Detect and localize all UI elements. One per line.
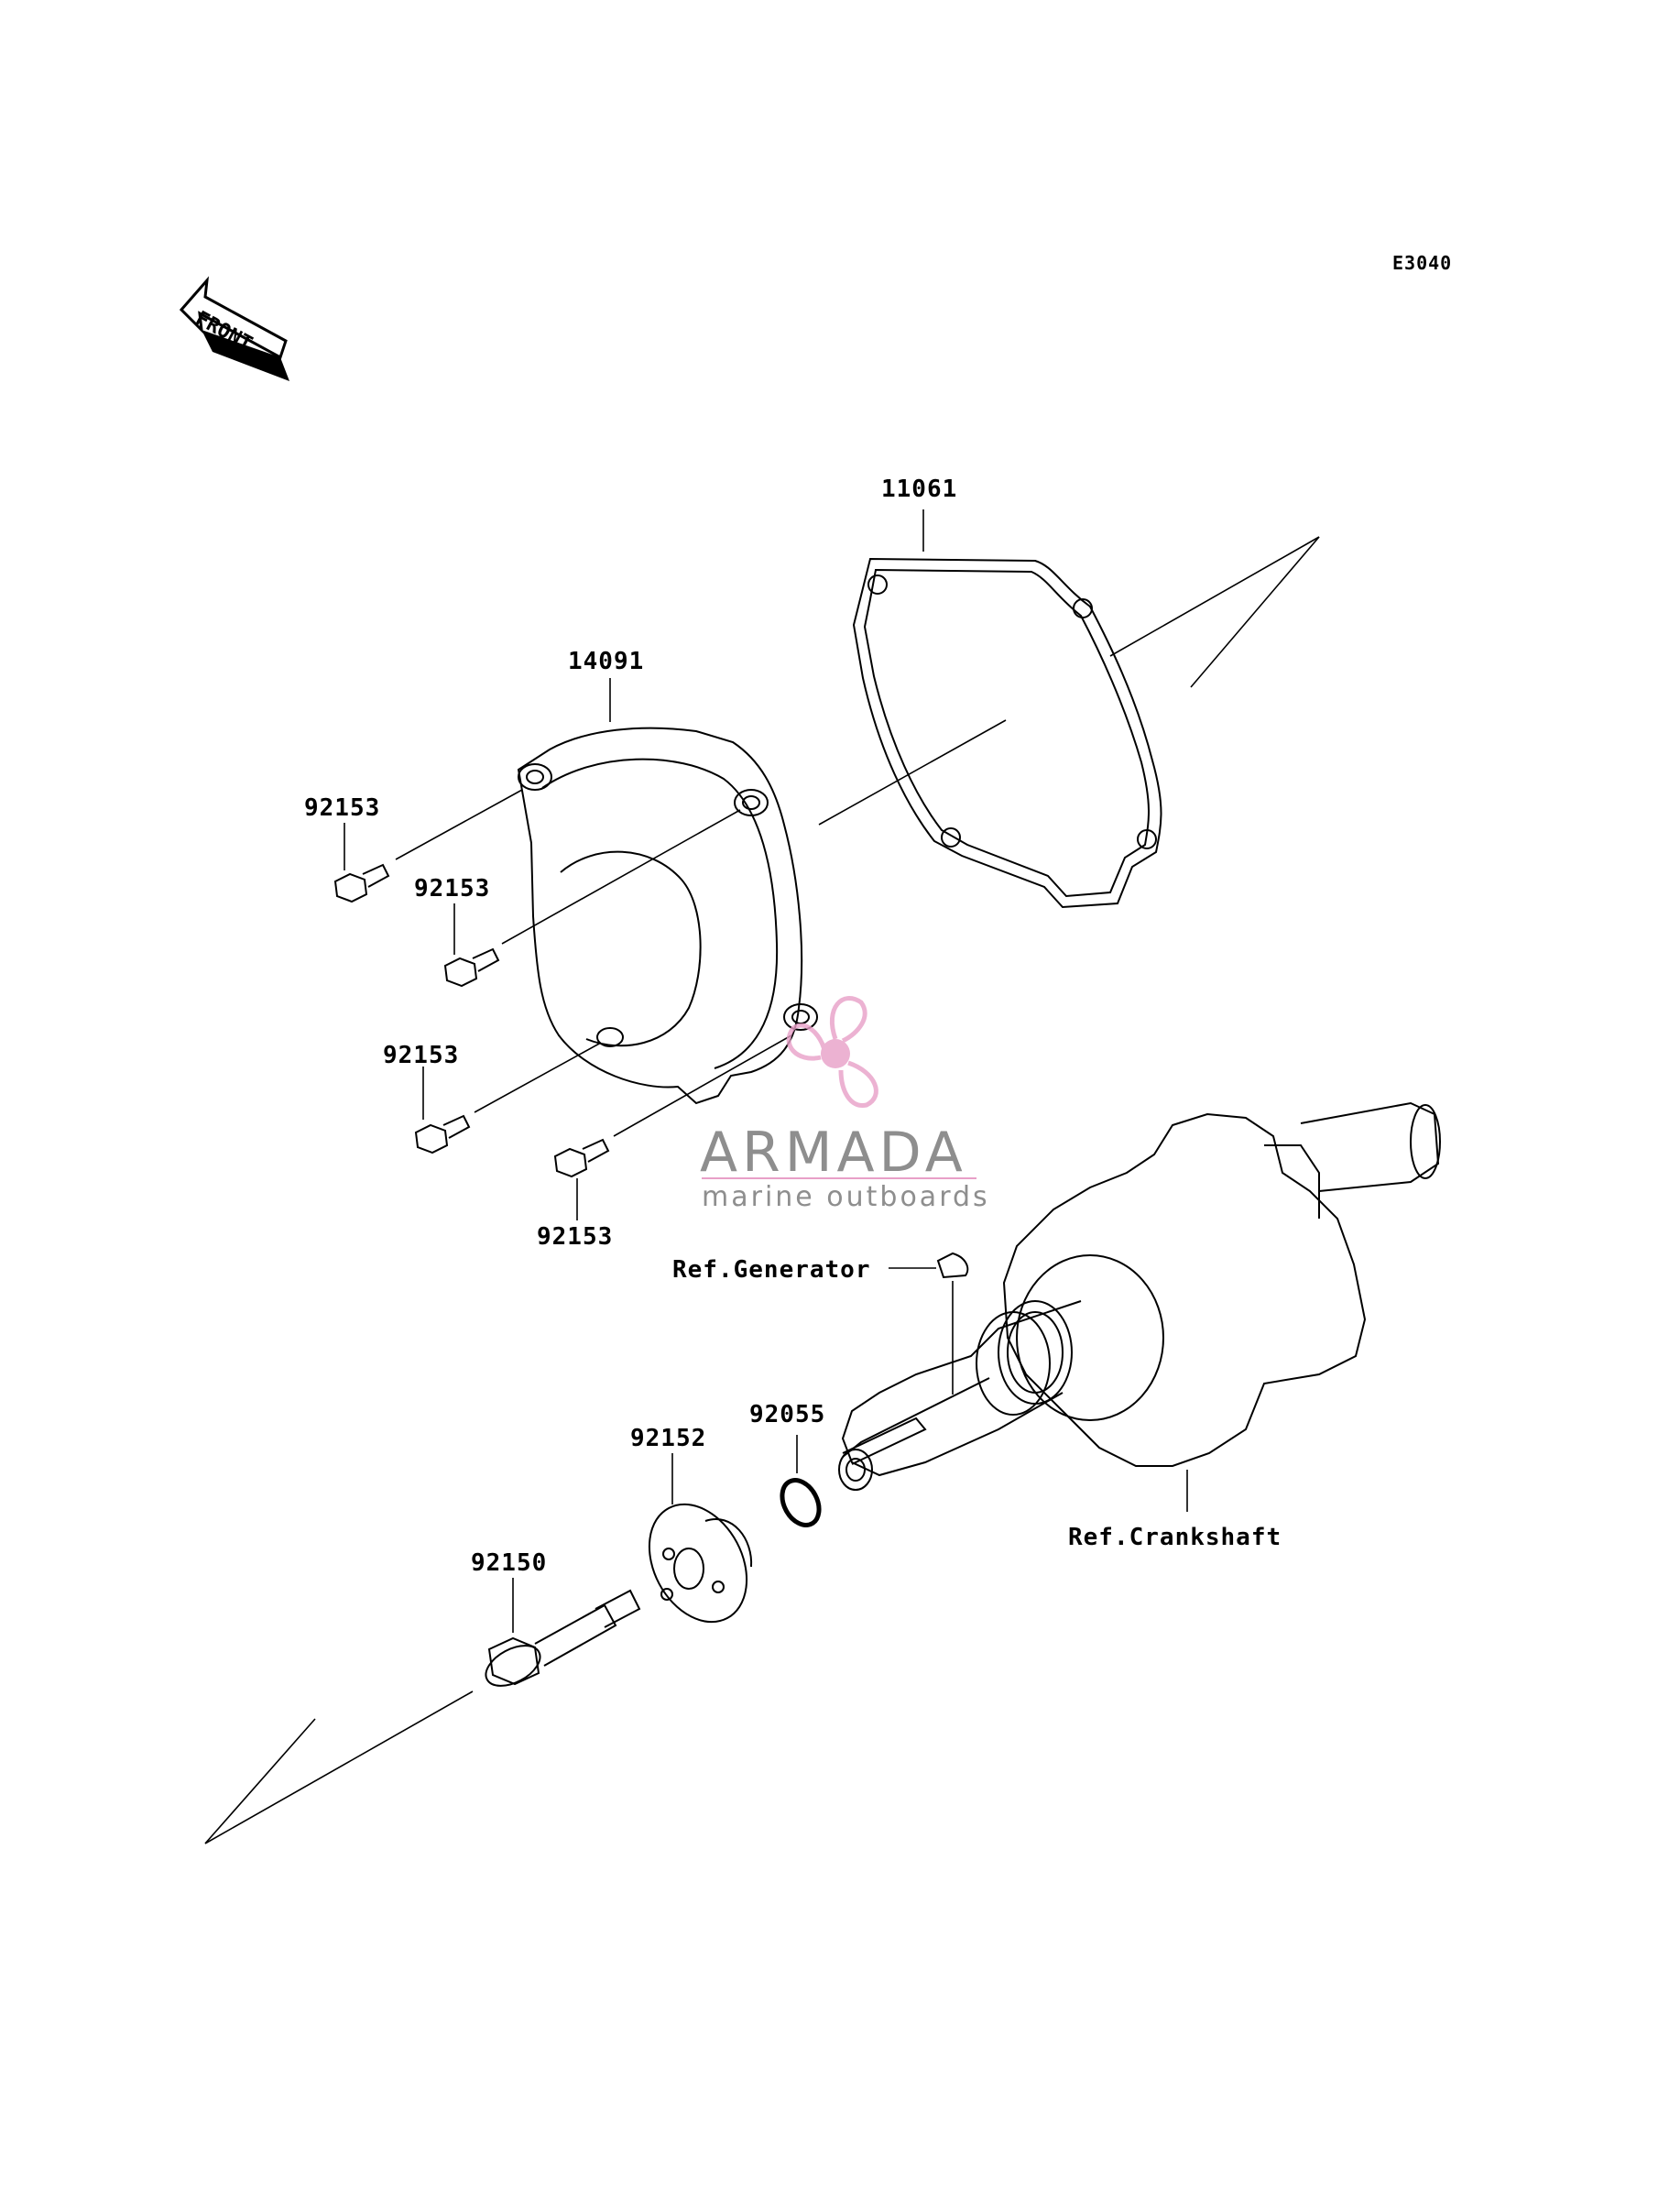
washer xyxy=(648,1503,753,1624)
callout-ref-crankshaft: Ref.Crankshaft xyxy=(1068,1524,1282,1551)
watermark-brand: ARMADA xyxy=(700,1121,967,1185)
callout-11061: 11061 xyxy=(881,476,957,503)
timing-gear xyxy=(976,1300,1073,1416)
propeller-logo-icon xyxy=(786,996,878,1108)
key xyxy=(936,1252,969,1279)
callout-92153-a: 92153 xyxy=(304,794,380,822)
generator-cover xyxy=(517,727,818,1105)
gasket xyxy=(852,557,1162,909)
o-ring xyxy=(780,1478,822,1527)
front-arrow-icon: FRONT xyxy=(179,276,289,381)
callout-92150: 92150 xyxy=(471,1549,547,1577)
bolt-icon xyxy=(443,809,741,988)
bolt-icon xyxy=(333,789,523,903)
callout-92153-c: 92153 xyxy=(383,1042,459,1069)
armada-watermark: ARMADA marine outboards xyxy=(700,996,990,1213)
flange-bolt-icon xyxy=(485,1589,641,1687)
callout-92152: 92152 xyxy=(630,1425,706,1452)
callout-92153-d: 92153 xyxy=(537,1223,613,1251)
bolt-icon xyxy=(414,1042,602,1154)
watermark-tagline: marine outboards xyxy=(702,1181,990,1213)
callout-92153-b: 92153 xyxy=(414,875,490,903)
crankshaft xyxy=(838,1101,1441,1491)
callout-14091: 14091 xyxy=(568,648,644,675)
bolt-icon xyxy=(553,1034,792,1178)
callout-92055: 92055 xyxy=(749,1401,825,1428)
assembly-axis-lines xyxy=(204,536,1320,1844)
diagram-code: E3040 xyxy=(1392,252,1452,274)
callout-ref-generator: Ref.Generator xyxy=(672,1256,871,1284)
